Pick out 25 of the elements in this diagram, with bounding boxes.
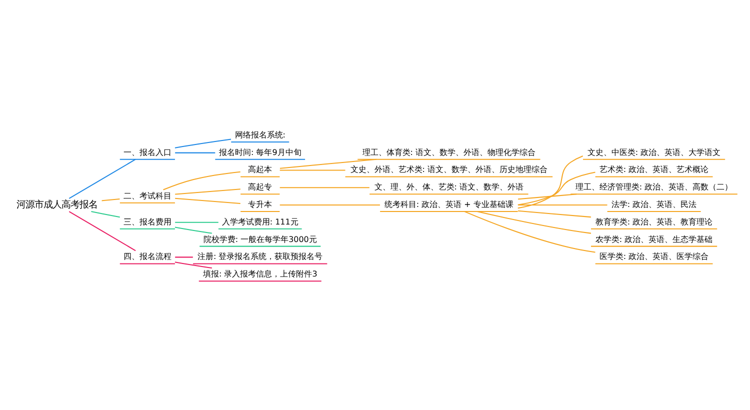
connector bbox=[91, 211, 120, 218]
connector bbox=[477, 211, 592, 234]
connector bbox=[464, 211, 596, 253]
connector bbox=[68, 211, 136, 252]
connector bbox=[174, 262, 212, 269]
connector bbox=[163, 171, 240, 190]
connector bbox=[102, 198, 120, 202]
connector bbox=[175, 256, 193, 258]
connector bbox=[280, 204, 380, 206]
connector bbox=[280, 170, 346, 171]
connector bbox=[174, 138, 232, 148]
connector bbox=[518, 204, 608, 206]
connector bbox=[68, 158, 136, 199]
connector bbox=[175, 222, 218, 223]
connector bbox=[174, 226, 212, 234]
connector bbox=[518, 172, 596, 206]
node-text: 河源市成人高考报名 bbox=[16, 199, 98, 210]
connector bbox=[175, 152, 216, 154]
connector bbox=[280, 158, 377, 169]
connector bbox=[518, 194, 577, 200]
connector bbox=[280, 187, 370, 188]
connector bbox=[175, 198, 240, 204]
connector bbox=[518, 156, 584, 209]
connector bbox=[175, 188, 240, 195]
connector bbox=[518, 210, 591, 218]
